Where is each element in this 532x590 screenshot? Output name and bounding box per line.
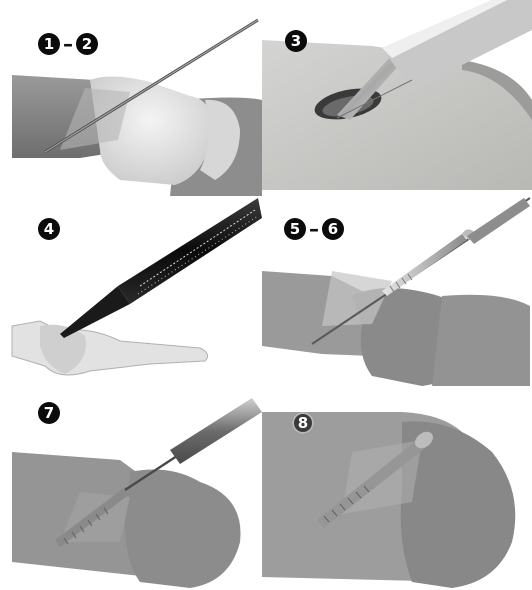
illustration-guidewire-insertion: [0, 0, 262, 196]
step-separator: –: [309, 219, 319, 239]
step-number-4: 4: [38, 218, 60, 240]
step-label-7: 7: [38, 402, 60, 424]
step-number-5: 5: [284, 218, 306, 240]
panel-step-4: 4: [0, 196, 262, 392]
step-label-8: 8: [292, 412, 314, 434]
panel-step-1-2: 1 – 2: [0, 0, 262, 196]
panel-step-3: 3: [262, 0, 532, 196]
step-number-8: 8: [292, 412, 314, 434]
step-label-1-2: 1 – 2: [38, 33, 98, 55]
panel-step-7: 7: [0, 392, 262, 590]
step-number-2: 2: [76, 33, 98, 55]
panel-step-8: 8: [262, 392, 532, 590]
panel-step-5-6: 5 – 6: [262, 196, 532, 392]
step-number-3: 3: [285, 30, 307, 52]
step-label-3: 3: [285, 30, 307, 52]
step-separator: –: [63, 34, 73, 54]
step-label-5-6: 5 – 6: [284, 218, 344, 240]
step-number-7: 7: [38, 402, 60, 424]
step-number-6: 6: [322, 218, 344, 240]
step-number-1: 1: [38, 33, 60, 55]
step-label-4: 4: [38, 218, 60, 240]
